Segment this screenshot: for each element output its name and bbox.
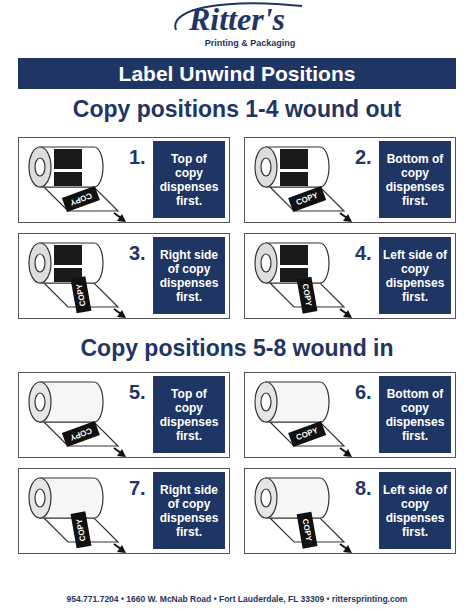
roll-illustration [29, 382, 126, 457]
label-copy: COPY [62, 186, 100, 212]
title-band: Label Unwind Positions [18, 58, 456, 89]
position-panel: 2. Bottom of copy dispenses first. COPY [244, 137, 456, 223]
position-number: 4. [355, 242, 372, 264]
label-copy: COPY [288, 421, 326, 447]
section-heading: Copy positions 1-4 wound out [0, 95, 474, 123]
section-heading: Copy positions 5-8 wound in [0, 334, 474, 362]
description-text: Left side of copy dispenses first. [383, 248, 447, 304]
logo-text: Ritter's [0, 2, 474, 36]
roll-illustration [29, 478, 126, 553]
position-number: 1. [129, 146, 146, 168]
description-text: Right side of copy dispenses first. [157, 248, 221, 304]
roll-illustration [255, 382, 352, 457]
position-panel: 7. Right side of copy dispenses first. COP… [18, 468, 230, 554]
description-box: Top of copy dispenses first. [153, 376, 225, 453]
description-text: Top of copy dispenses first. [157, 387, 221, 443]
position-panel: 3. Right side of copy dispenses first. COP… [18, 233, 230, 319]
description-text: Bottom of copy dispenses first. [383, 387, 447, 443]
description-box: Right side of copy dispenses first. [153, 237, 225, 314]
description-box: Bottom of copy dispenses first. [379, 141, 451, 218]
position-panel: 8. Left side of copy dispenses first. COPY [244, 468, 456, 554]
position-number: 3. [129, 242, 146, 264]
description-box: Top of copy dispenses first. [153, 141, 225, 218]
label-copy: COPY [62, 421, 100, 447]
description-text: Top of copy dispenses first. [157, 152, 221, 208]
label-copy: COPY [297, 512, 318, 549]
position-number: 2. [355, 146, 372, 168]
position-panel: 5. Top of copy dispenses first. COPY [18, 372, 230, 458]
roll-illustration [255, 243, 352, 318]
label-copy: COPY [288, 186, 326, 212]
position-panel: 6. Bottom of copy dispenses first. COPY [244, 372, 456, 458]
description-box: Left side of copy dispenses first. [379, 472, 451, 549]
roll-illustration [29, 147, 126, 222]
position-number: 6. [355, 381, 372, 403]
description-box: Right side of copy dispenses first. [153, 472, 225, 549]
description-text: Left side of copy dispenses first. [383, 483, 447, 539]
page-title: Label Unwind Positions [119, 62, 356, 86]
description-text: Bottom of copy dispenses first. [383, 152, 447, 208]
footer-text: 954.771.7204 • 1660 W. McNab Road • Fort… [0, 594, 474, 604]
position-number: 8. [355, 477, 372, 499]
roll-illustration [29, 243, 126, 318]
label-copy: COPY [297, 277, 318, 314]
label-copy: COPY [71, 512, 92, 549]
label-copy: COPY [71, 277, 92, 314]
position-number: 7. [129, 477, 146, 499]
description-text: Right side of copy dispenses first. [157, 483, 221, 539]
description-box: Left side of copy dispenses first. [379, 237, 451, 314]
position-panel: 4. Left side of copy dispenses first. COPY [244, 233, 456, 319]
roll-illustration [255, 478, 352, 553]
description-box: Bottom of copy dispenses first. [379, 376, 451, 453]
roll-illustration [255, 147, 352, 222]
logo-tagline: Printing & Packaging [190, 38, 310, 49]
position-number: 5. [129, 381, 146, 403]
position-panel: 1. Top of copy dispenses first. COPY [18, 137, 230, 223]
